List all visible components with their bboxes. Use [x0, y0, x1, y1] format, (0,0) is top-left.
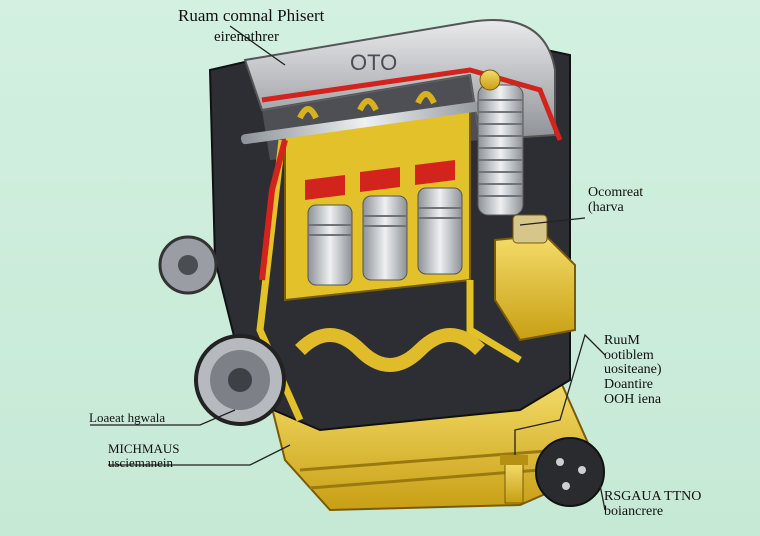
label-right-upper-line: (harva — [588, 199, 624, 215]
label-right-middle-line: OOH iena — [604, 391, 662, 407]
disc-hole-2 — [578, 466, 586, 474]
label-right-middle-line: RuuM — [604, 333, 640, 348]
camshaft — [240, 100, 489, 145]
pump-cap — [512, 214, 548, 244]
coolant-chamber-1 — [305, 175, 345, 200]
label-right-middle: RuuM ootiblem uositeane) Doantire OOH ie… — [604, 333, 662, 407]
coolant-line-top — [261, 67, 563, 141]
piston-rings — [308, 207, 462, 236]
coolant-line-left — [259, 139, 288, 281]
disc-hole-1 — [556, 458, 564, 466]
oil-passage-left — [256, 139, 304, 422]
crankshaft — [295, 328, 485, 372]
label-right-middle-line: ootiblem — [604, 347, 654, 363]
pulley-upper — [158, 235, 218, 295]
label-right-upper: Ocomreat (harva — [588, 185, 644, 215]
cover-disc — [535, 437, 605, 507]
pulley-lower — [194, 334, 286, 426]
label-bottom-right-line: RSGAUA TTNO — [604, 489, 702, 504]
label-left-lower: MICHMAUS usciemanein — [108, 442, 180, 469]
valve-spring — [477, 84, 524, 216]
oil-pan-ribs — [299, 448, 561, 490]
label-left-lower-line: usciemanein — [108, 454, 173, 470]
piston-1 — [307, 204, 353, 286]
label-right-middle-line: Doantire — [604, 377, 653, 393]
diagram-title: Ruam comnal Phisert — [178, 6, 325, 25]
diagram-subtitle: eirenathrer — [214, 29, 279, 45]
label-left-lower-line: MICHMAUS — [108, 441, 180, 456]
piston-2 — [362, 195, 408, 281]
leader-lines — [90, 25, 606, 511]
fitting-top — [479, 69, 501, 91]
label-right-upper-line: Ocomreat — [588, 185, 644, 200]
coolant-chamber-2 — [360, 167, 400, 192]
label-bottom-right: RSGAUA TTNO boiancrere — [604, 489, 702, 519]
label-right-middle-line: uositeane) — [604, 362, 662, 378]
coolant-chamber-3 — [415, 160, 455, 185]
label-bottom-right-line: boiancrere — [604, 503, 664, 519]
disc-hole-3 — [562, 482, 570, 490]
spring-coils — [478, 99, 523, 197]
piston-3 — [417, 187, 463, 275]
label-left-upper: Loaeat hgwala — [89, 410, 166, 425]
cover-emboss: OTO — [350, 50, 397, 75]
piston-group — [307, 187, 463, 286]
sensor-probe — [500, 455, 528, 504]
oil-passage-right — [466, 280, 522, 364]
cam-lobes — [297, 91, 437, 120]
